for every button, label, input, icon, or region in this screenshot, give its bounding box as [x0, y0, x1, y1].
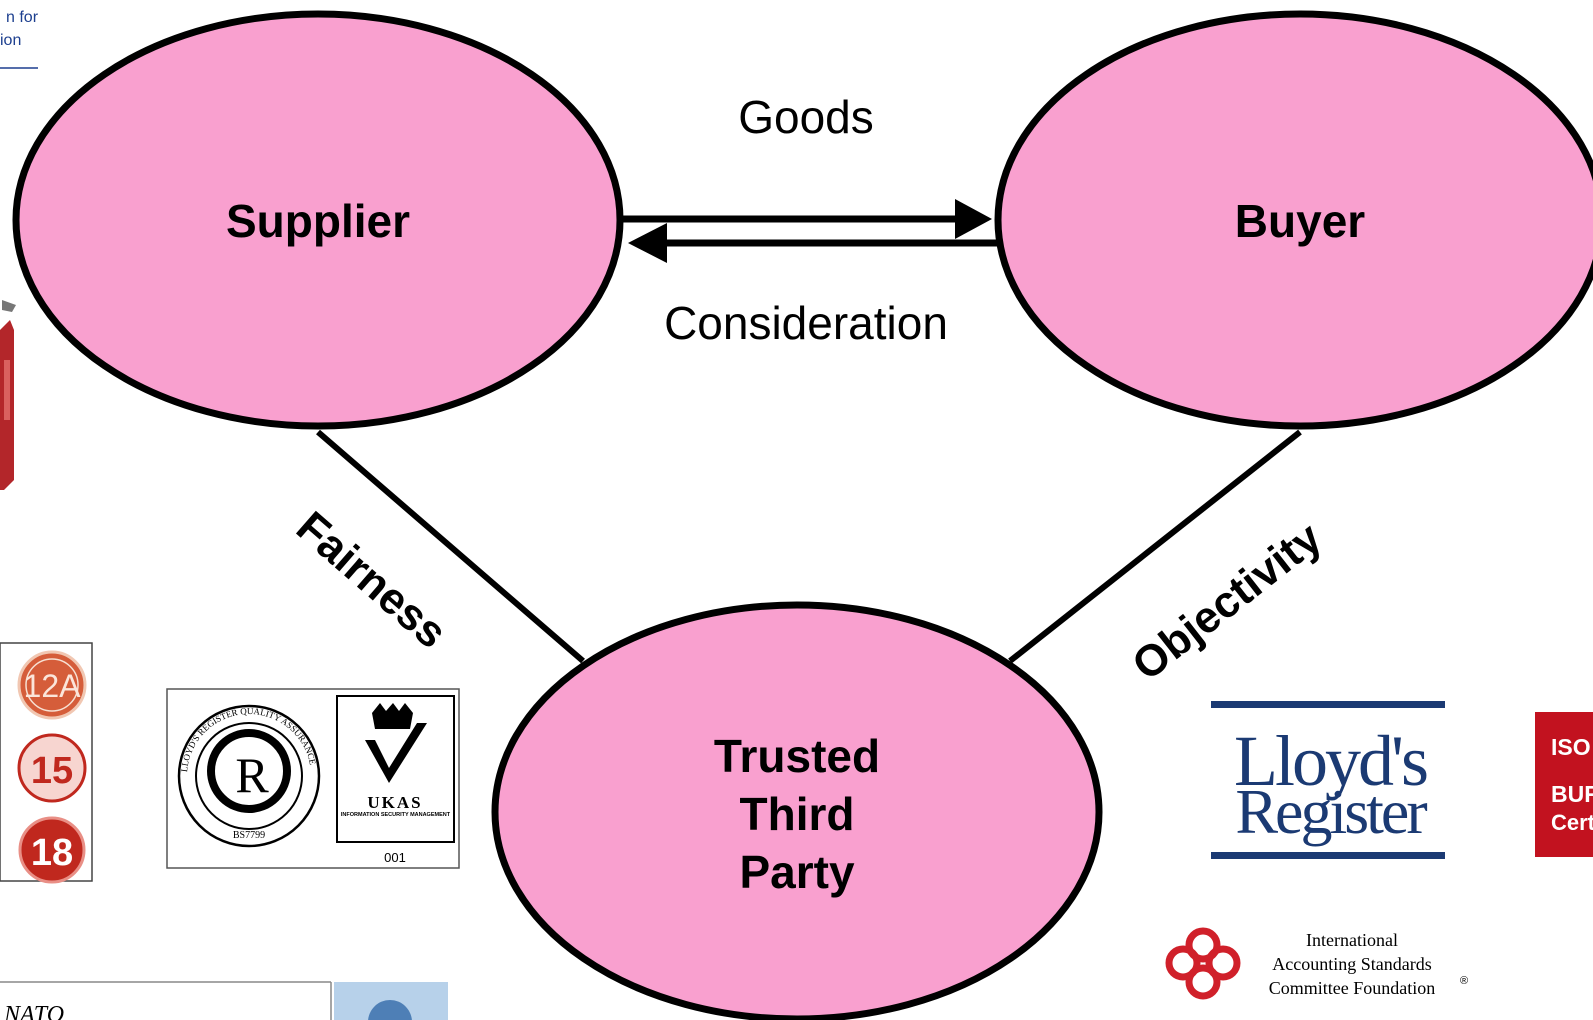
- lloyds-qa-code: BS7799: [233, 830, 265, 841]
- supplier-label: Supplier: [226, 195, 410, 247]
- third-party-label-line1: Trusted: [714, 730, 880, 782]
- rating-18-label: 18: [31, 832, 73, 874]
- consideration-arrow: [628, 223, 1000, 263]
- ukas-label: UKAS: [367, 793, 422, 812]
- third-party-label-line3: Party: [739, 846, 854, 898]
- top-left-logo: n for ion: [0, 9, 39, 69]
- iasc-line2: Accounting Standards: [1272, 954, 1431, 974]
- rating-18-badge: 18: [18, 816, 86, 884]
- lloyds-register-line1: Lloyd's: [1234, 721, 1427, 801]
- supplier-node: Supplier: [12, 10, 624, 430]
- iso-bureau-label: BUR: [1551, 781, 1593, 807]
- lloyds-register-logo: Lloyd's Register: [1211, 701, 1445, 859]
- trusted-third-party-node: Trusted Third Party: [491, 601, 1103, 1020]
- objectivity-label: Objectivity: [1123, 513, 1331, 690]
- objectivity-connector: [1008, 429, 1302, 664]
- iasc-emblem: [1165, 927, 1241, 1000]
- iso-cert-label: Cert: [1551, 810, 1593, 835]
- iso-bureau-logo: ISO BUR Cert: [1535, 712, 1593, 857]
- rating-15-label: 15: [31, 750, 73, 792]
- buyer-node: Buyer: [994, 10, 1593, 430]
- buyer-label: Buyer: [1235, 195, 1365, 247]
- iasc-foundation-logo: International Accounting Standards Commi…: [1165, 927, 1468, 1000]
- ukas-subtitle: INFORMATION SECURITY MANAGEMENT: [340, 812, 451, 818]
- lloyds-register-line2: Register: [1235, 776, 1427, 847]
- iso-label: ISO: [1551, 734, 1591, 760]
- age-rating-logo: 12A 15 18: [0, 642, 93, 884]
- nato-text: NATO: [3, 1002, 64, 1020]
- buyer-ellipse: [994, 10, 1593, 430]
- rating-12a-badge: 12A: [17, 650, 87, 720]
- third-party-ellipse: [491, 601, 1103, 1020]
- iasc-line1: International: [1306, 930, 1398, 950]
- goods-arrow: [620, 199, 992, 239]
- fairness-connector: [316, 429, 585, 664]
- goods-label: Goods: [738, 91, 874, 143]
- rating-15-badge: 15: [17, 733, 87, 803]
- nato-logo: NATO: [0, 981, 448, 1020]
- rating-12a-label: 12A: [24, 668, 82, 704]
- third-party-label-line2: Third: [740, 788, 855, 840]
- iasc-line3: Committee Foundation: [1269, 978, 1436, 998]
- consideration-label: Consideration: [664, 297, 948, 349]
- lloyds-qa-r-mark: R: [235, 747, 269, 803]
- ukas-number: 001: [384, 850, 406, 865]
- fire-extinguisher-image: [0, 300, 16, 490]
- supplier-ellipse: [12, 10, 624, 430]
- top-left-logo-line2: ion: [0, 32, 21, 49]
- iasc-registered-mark: ®: [1460, 975, 1468, 987]
- top-left-logo-line1: n for: [6, 9, 39, 26]
- lloyds-qa-ukas-logo: R LLOYD'S REGISTER QUALITY ASSURANCE BS7…: [166, 688, 460, 869]
